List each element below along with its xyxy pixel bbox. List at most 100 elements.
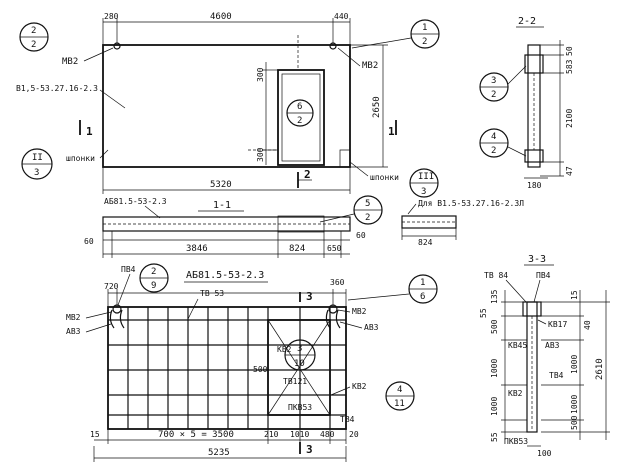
- label-ab3-left: АВ3: [66, 327, 81, 336]
- dim-60-left: 60: [84, 237, 94, 246]
- dim-20: 20: [349, 430, 359, 439]
- callout-3-2: 3 2: [479, 65, 527, 102]
- cage-outline: [107, 306, 347, 430]
- label-kb17: КВ17: [548, 320, 567, 329]
- dim-135: 135: [490, 289, 499, 304]
- label-keys-right: шпонки: [370, 173, 399, 182]
- label-tb53: ТВ 53: [200, 289, 224, 298]
- label-mb2-right: МВ2: [352, 307, 367, 316]
- label-pkb53: ПКВ53: [504, 437, 528, 446]
- dim-55-top: 55: [479, 308, 488, 318]
- label-pb4: ПВ4: [536, 271, 551, 280]
- section-1-1-title: 1-1: [213, 200, 231, 211]
- cut-mark-1-left: 1: [86, 125, 93, 138]
- svg-text:6: 6: [420, 292, 425, 302]
- label-pkb53: ПКВ53: [288, 403, 312, 412]
- svg-text:1: 1: [420, 278, 425, 288]
- svg-text:4: 4: [491, 132, 496, 142]
- cage-hooks-left: [109, 309, 125, 329]
- dim-opening-bottom: 300: [256, 147, 265, 162]
- dim-360: 360: [330, 278, 345, 287]
- dim-50: 50: [565, 46, 574, 56]
- callout-3-10: 3 10: [284, 339, 316, 371]
- label-kb2: КВ2: [508, 389, 523, 398]
- svg-text:2: 2: [491, 146, 496, 156]
- svg-text:11: 11: [394, 399, 405, 409]
- svg-text:III: III: [418, 172, 434, 182]
- dim-40: 40: [583, 320, 592, 330]
- label-kb2: КВ2: [277, 345, 292, 354]
- dim-650: 650: [327, 244, 342, 253]
- dim-55-bottom: 55: [490, 432, 499, 442]
- label-mb2-left: МВ2: [66, 313, 81, 322]
- note-for-variant: Для В1.5-53.27.16-2.3Л: [418, 199, 524, 208]
- callout-5-2: 5 2: [319, 195, 383, 225]
- label-panel-mark: В1,5-53.27.16-2.3: [16, 84, 98, 93]
- svg-text:2: 2: [491, 90, 496, 100]
- svg-text:2: 2: [422, 37, 427, 47]
- label-ab3-right: АВ3: [364, 323, 379, 332]
- svg-text:2: 2: [365, 213, 370, 223]
- cut-mark-2: 2: [304, 168, 311, 181]
- cage-opening-frame: [267, 319, 331, 416]
- svg-text:6: 6: [297, 102, 302, 112]
- svg-text:3: 3: [421, 187, 426, 197]
- dim-180: 180: [527, 181, 542, 190]
- callout-6-2: 6 2: [286, 99, 314, 127]
- dim-total: 5235: [208, 448, 230, 458]
- dim-2100: 2100: [565, 109, 574, 128]
- section-2-2: 2-2 50 583 2100 47 180 3 2 4: [479, 16, 574, 190]
- label-pb4-top: ПВ4: [121, 265, 136, 274]
- section-2-2-title: 2-2: [518, 16, 536, 27]
- svg-text:3: 3: [34, 168, 39, 178]
- section-3-3: 3-3 55 135 500 1000 1000 55 15 40 1000 1…: [479, 254, 610, 458]
- dim-824: 824: [289, 244, 305, 254]
- label-kb2-right: КВ2: [352, 382, 367, 391]
- dim-spacing: 700 × 5 = 3500: [158, 430, 234, 440]
- callout-2-9: 2 9: [139, 263, 169, 293]
- label-ab-1-1: АБ81.5-53-2.3: [104, 197, 167, 206]
- dim-47: 47: [565, 166, 574, 176]
- section-2-2-outline: [527, 44, 541, 168]
- label-tb121: ТВ121: [283, 377, 307, 386]
- callout-4-2: 4 2: [479, 128, 527, 158]
- svg-text:II: II: [32, 153, 43, 163]
- dim-height: 2650: [372, 96, 382, 118]
- dim-480: 480: [320, 430, 335, 439]
- dim-1000-left2: 1000: [490, 397, 499, 416]
- panel-elevation: 280 4600 440 5320 2650 300 300 МВ2 МВ2 В…: [16, 12, 440, 198]
- dim-15: 15: [90, 430, 100, 439]
- label-ab3: АВ3: [545, 341, 560, 350]
- dim-bottom-width: 5320: [210, 180, 232, 190]
- svg-text:9: 9: [151, 281, 156, 291]
- label-mb2-left: МВ2: [62, 57, 78, 67]
- svg-text:2: 2: [151, 267, 156, 277]
- dim-500-top: 500: [490, 319, 499, 334]
- section-3-3-title: 3-3: [528, 254, 546, 265]
- label-keys-left: шпонки: [66, 154, 95, 163]
- cut-mark-3-bottom: 3: [306, 443, 313, 456]
- callout-4-11: 4 11: [385, 381, 415, 411]
- label-tb4: ТВ4: [340, 415, 355, 424]
- svg-text:3: 3: [297, 344, 302, 354]
- dim-3846: 3846: [186, 244, 208, 254]
- section-3-3-top-block: [522, 301, 542, 317]
- dim-720: 720: [104, 282, 119, 291]
- svg-text:4: 4: [397, 385, 402, 395]
- svg-text:3: 3: [491, 76, 496, 86]
- dim-100: 100: [537, 449, 552, 458]
- window-opening: [277, 69, 325, 166]
- svg-text:2: 2: [297, 116, 302, 126]
- callout-1-6: 1 6: [347, 274, 438, 304]
- svg-text:5: 5: [365, 199, 370, 209]
- dim-824-small: 824: [418, 238, 433, 247]
- dim-top: 4600: [210, 12, 232, 22]
- panel-outline: [102, 44, 351, 168]
- dim-2610: 2610: [595, 358, 605, 380]
- dim-left-margin: 280: [104, 12, 119, 21]
- callout-III-3: III 3: [409, 168, 439, 198]
- dim-1000-left: 1000: [490, 359, 499, 378]
- window-opening-inner: [281, 73, 321, 162]
- dim-15-3-3: 15: [570, 290, 579, 300]
- dim-60-right: 60: [356, 231, 366, 240]
